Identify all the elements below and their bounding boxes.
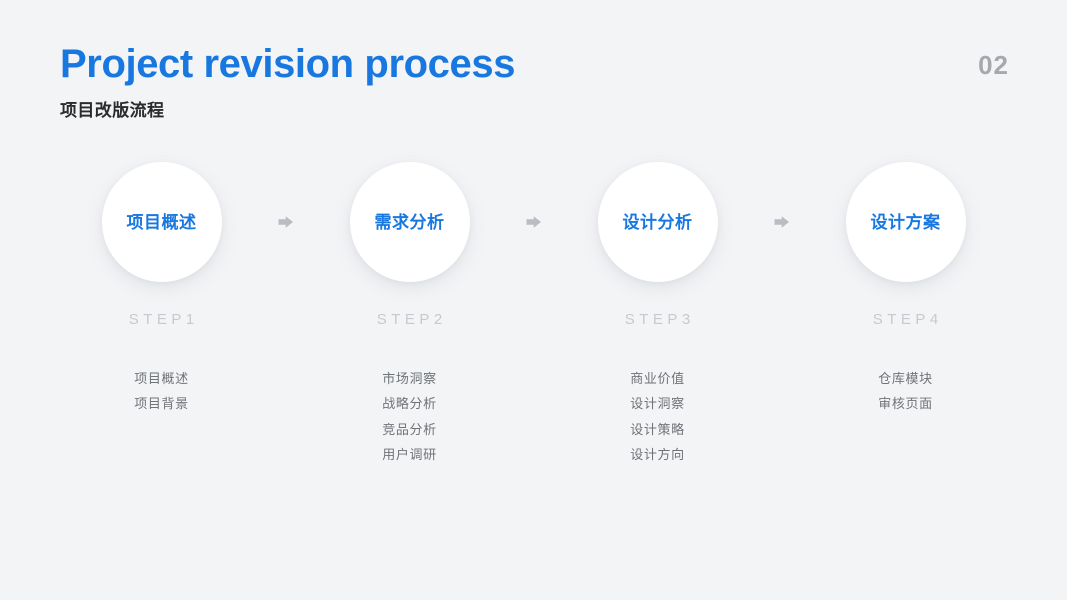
arrow-right-icon <box>253 150 318 294</box>
step-circle-label: 项目概述 <box>126 212 197 232</box>
step-item: 仓库模块 <box>878 371 933 386</box>
step-item: 市场洞察 <box>382 371 437 386</box>
step-item: 商业价值 <box>630 371 685 386</box>
step-item-list: 市场洞察战略分析竞品分析用户调研 <box>382 371 437 462</box>
step-circle-3[interactable]: 设计分析 <box>597 162 718 282</box>
step-item-list: 项目概述项目背景 <box>134 371 189 412</box>
step-name-label: STEP3 <box>624 311 695 328</box>
page-title: Project revision process <box>60 42 516 86</box>
step-item-list: 仓库模块审核页面 <box>878 371 933 412</box>
step-circle-4[interactable]: 设计方案 <box>845 162 966 282</box>
arrow-right-icon <box>749 150 814 294</box>
step-item-list: 商业价值设计洞察设计策略设计方向 <box>630 371 685 462</box>
page-subtitle: 项目改版流程 <box>60 100 165 120</box>
step-circle-2[interactable]: 需求分析 <box>349 162 470 282</box>
process-steps-row: 项目概述 STEP1 项目概述项目背景 需求分析 STEP2 市场洞察战略分析竞品分析用户… <box>0 150 1067 462</box>
step-name-label: STEP2 <box>376 311 447 328</box>
step-circle-1[interactable]: 项目概述 <box>101 162 222 282</box>
step-circle-label: 需求分析 <box>374 212 445 232</box>
step-name-label: STEP1 <box>128 311 199 328</box>
arrow-right-icon <box>501 150 566 294</box>
step-column-2: 需求分析 STEP2 市场洞察战略分析竞品分析用户调研 <box>318 150 501 462</box>
step-item: 项目概述 <box>134 371 189 386</box>
slide-header: Project revision process 项目改版流程 <box>60 42 515 121</box>
step-circle-label: 设计方案 <box>870 212 941 232</box>
step-item: 设计策略 <box>630 421 685 437</box>
step-column-3: 设计分析 STEP3 商业价值设计洞察设计策略设计方向 <box>566 150 749 462</box>
step-name-label: STEP4 <box>872 311 943 328</box>
step-item: 设计方向 <box>630 446 685 462</box>
step-item: 战略分析 <box>382 396 437 412</box>
step-circle-label: 设计分析 <box>622 212 693 232</box>
step-column-1: 项目概述 STEP1 项目概述项目背景 <box>70 150 253 412</box>
step-item: 审核页面 <box>878 396 933 412</box>
step-item: 项目背景 <box>134 396 189 412</box>
step-column-4: 设计方案 STEP4 仓库模块审核页面 <box>814 150 997 412</box>
step-item: 竞品分析 <box>382 421 437 437</box>
step-item: 用户调研 <box>382 446 437 462</box>
step-item: 设计洞察 <box>630 396 685 412</box>
page-number: 02 <box>978 50 1009 80</box>
